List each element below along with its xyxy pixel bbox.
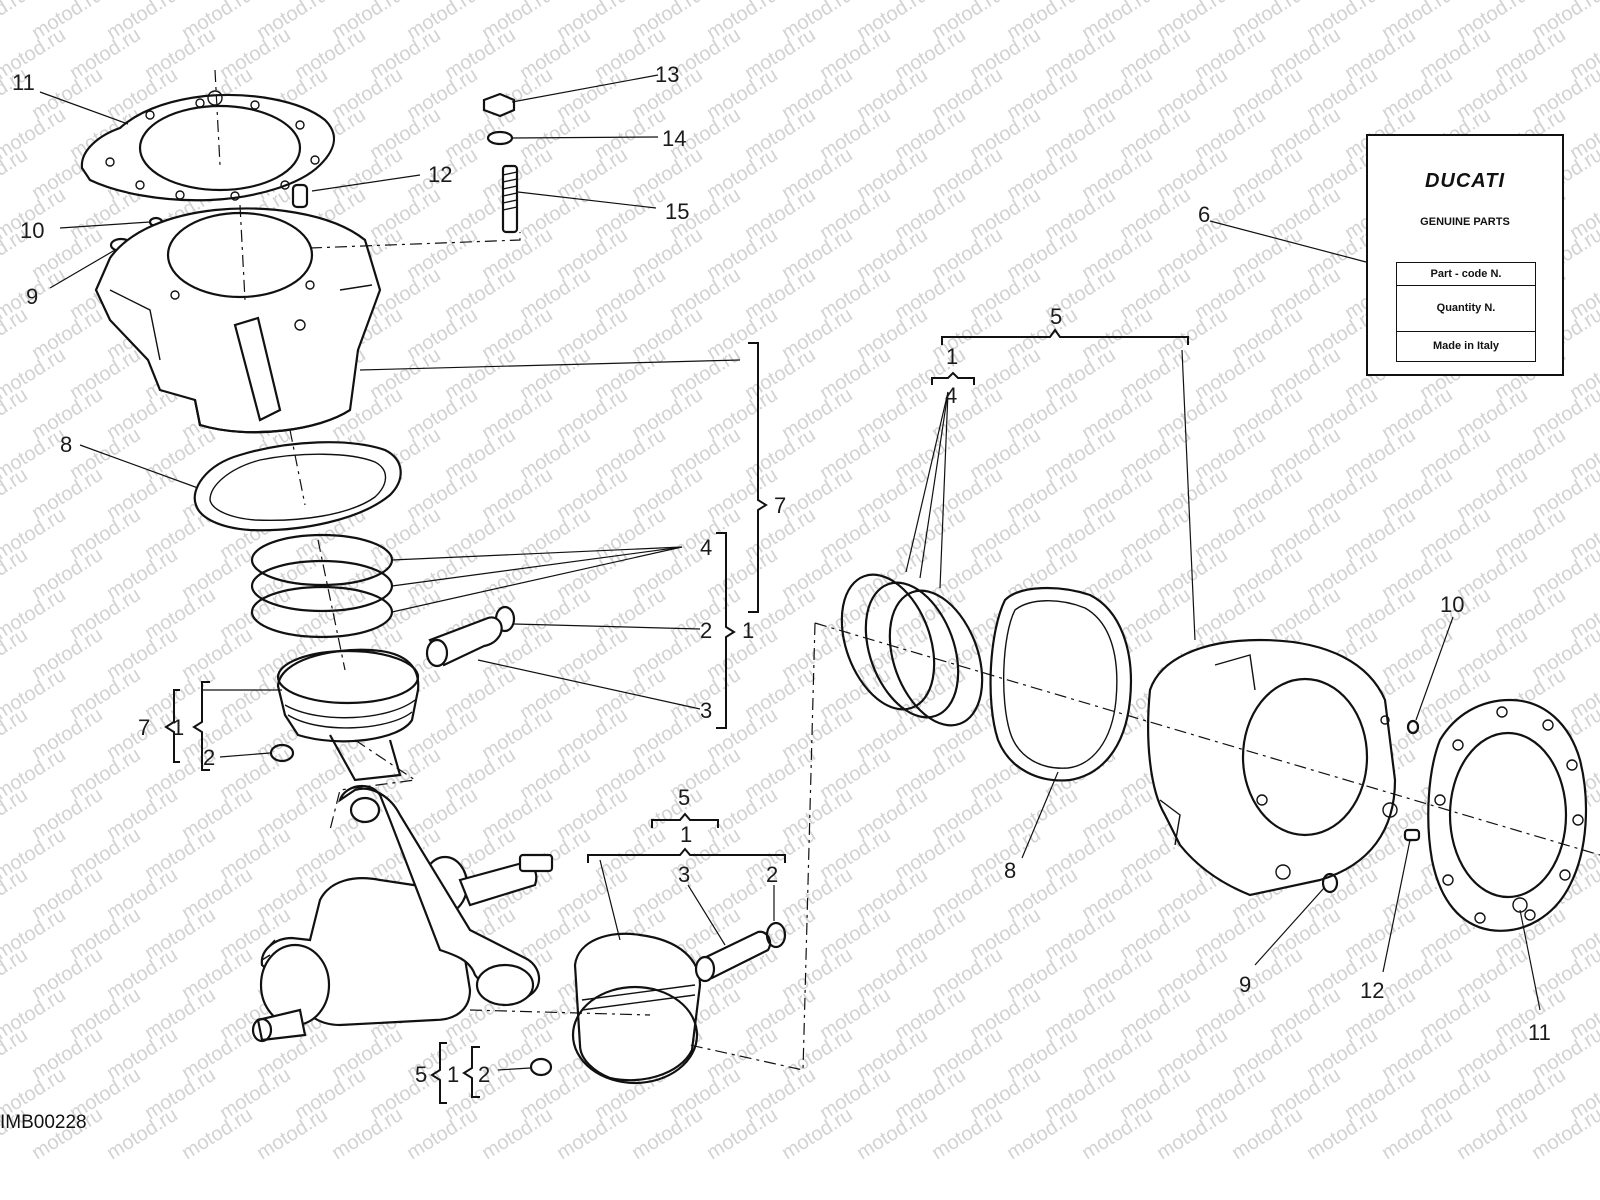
callout-5: 5	[1050, 304, 1062, 329]
dowel-pin-icon	[1403, 828, 1421, 842]
piston-pin-icon	[694, 930, 772, 983]
base-gasket-icon	[989, 587, 1132, 782]
card-subtitle: GENUINE PARTS	[1420, 216, 1510, 228]
cylinder-head-gasket-icon	[1427, 698, 1588, 932]
watermark-text: motod.ru	[103, 1104, 182, 1164]
watermark-text: motod.ru	[1453, 1104, 1532, 1164]
callout-numbers: 11 12 10 9 13 14 15 8 7 4 2 1 3 7 1 2 5 …	[12, 62, 1551, 1087]
part-code-row: Part - code N.	[1397, 263, 1535, 286]
callout-4: 4	[945, 383, 957, 408]
cylinder-head-gasket-icon	[80, 90, 336, 202]
watermark-text: motod.ru	[0, 304, 32, 364]
callout-4: 4	[700, 535, 712, 560]
quantity-row: Quantity N.	[1397, 285, 1535, 332]
washer-icon	[1321, 872, 1339, 894]
watermark-text: motod.ru	[0, 464, 32, 524]
card-table: Part - code N. Quantity N. Made in Italy	[1396, 262, 1536, 362]
watermark-text: motod.ru	[553, 1104, 632, 1164]
callout-10: 10	[20, 218, 44, 243]
nut-icon	[482, 92, 516, 118]
watermark-text: motod.ru	[0, 144, 32, 204]
piston-icon	[571, 932, 702, 1085]
watermark-text: motod.ru	[0, 624, 32, 684]
piston-rings-icon	[840, 573, 984, 727]
callout-11: 11	[1528, 1020, 1551, 1045]
dowel-pin-icon	[291, 183, 309, 209]
callout-2: 2	[766, 862, 778, 887]
cylinder-icon	[94, 207, 382, 434]
callout-13: 13	[655, 62, 679, 87]
callout-12: 12	[1360, 978, 1384, 1003]
watermark-text: motod.ru	[0, 944, 32, 1004]
callout-8: 8	[1004, 858, 1016, 883]
watermark-text: motod.ru	[1528, 1104, 1600, 1164]
watermark-text: motod.ru	[1003, 1104, 1082, 1164]
watermark-text: motod.ru	[478, 1104, 557, 1164]
watermark-text: motod.ru	[1303, 1104, 1382, 1164]
circlip-icon	[529, 1057, 553, 1077]
callout-7: 7	[138, 715, 150, 740]
o-ring-icon	[1406, 719, 1420, 735]
origin-row: Made in Italy	[1432, 340, 1500, 352]
watermark-text: motod.ru	[0, 704, 32, 764]
watermark-text: motod.ru	[1378, 1104, 1457, 1164]
ducati-logo: DUCATI	[1424, 170, 1506, 192]
callout-2: 2	[478, 1062, 490, 1087]
callout-2: 2	[203, 745, 215, 770]
circlip-icon	[765, 921, 787, 949]
callout-7: 7	[774, 493, 786, 518]
crankshaft-icon	[251, 853, 554, 1043]
group-braces	[164, 328, 1189, 1104]
callout-2: 2	[700, 618, 712, 643]
callout-1: 1	[742, 618, 754, 643]
callout-1: 1	[946, 344, 958, 369]
callout-1: 1	[447, 1062, 459, 1087]
watermark-text: motod.ru	[1228, 1104, 1307, 1164]
watermark-text: motod.ru	[0, 1024, 32, 1084]
watermark-text: motod.ru	[853, 1104, 932, 1164]
piston-icon	[276, 648, 420, 782]
callout-3: 3	[678, 862, 690, 887]
circlip-icon	[269, 743, 295, 763]
stud-icon	[501, 164, 519, 234]
watermark-text: motod.ru	[0, 0, 32, 44]
callout-12: 12	[428, 162, 452, 187]
watermark-text: motod.ru	[0, 864, 32, 924]
watermark-text: motod.ru	[328, 1104, 407, 1164]
watermark-text: motod.ru	[928, 1104, 1007, 1164]
watermark-text: motod.ru	[1153, 1104, 1232, 1164]
watermark-text: motod.ru	[0, 544, 32, 604]
callout-1: 1	[680, 822, 692, 847]
watermark-text: motod.ru	[778, 1104, 857, 1164]
callout-9: 9	[1239, 972, 1251, 997]
callout-5: 5	[678, 785, 690, 810]
callout-3: 3	[700, 698, 712, 723]
watermark-text: motod.ru	[1078, 1104, 1157, 1164]
leader-lines	[39, 74, 1541, 1071]
genuine-parts-label-card: DUCATI GENUINE PARTS Part - code N. Quan…	[1366, 134, 1564, 376]
callout-8: 8	[60, 432, 72, 457]
callout-9: 9	[26, 284, 38, 309]
callout-15: 15	[665, 199, 689, 224]
callout-5: 5	[415, 1062, 427, 1087]
callout-11: 11	[12, 70, 35, 95]
watermark-text: motod.ru	[628, 1104, 707, 1164]
base-gasket-icon	[193, 441, 402, 532]
piston-pin-icon	[425, 616, 503, 668]
watermark-text: motod.ru	[0, 384, 32, 444]
callout-10: 10	[1440, 592, 1464, 617]
watermark-text: motod.ru	[178, 1104, 257, 1164]
connecting-rod-icon	[337, 784, 541, 1007]
callout-14: 14	[662, 126, 686, 151]
watermark-text: motod.ru	[403, 1104, 482, 1164]
center-axis-lines	[214, 69, 1600, 1071]
watermark-text: motod.ru	[703, 1104, 782, 1164]
watermark-text: motod.ru	[0, 784, 32, 844]
callout-1: 1	[172, 715, 184, 740]
drawing-code: IMB00228	[0, 1112, 87, 1133]
callout-6: 6	[1198, 202, 1210, 227]
cylinder-icon	[1147, 638, 1398, 897]
watermark-text: motod.ru	[253, 1104, 332, 1164]
